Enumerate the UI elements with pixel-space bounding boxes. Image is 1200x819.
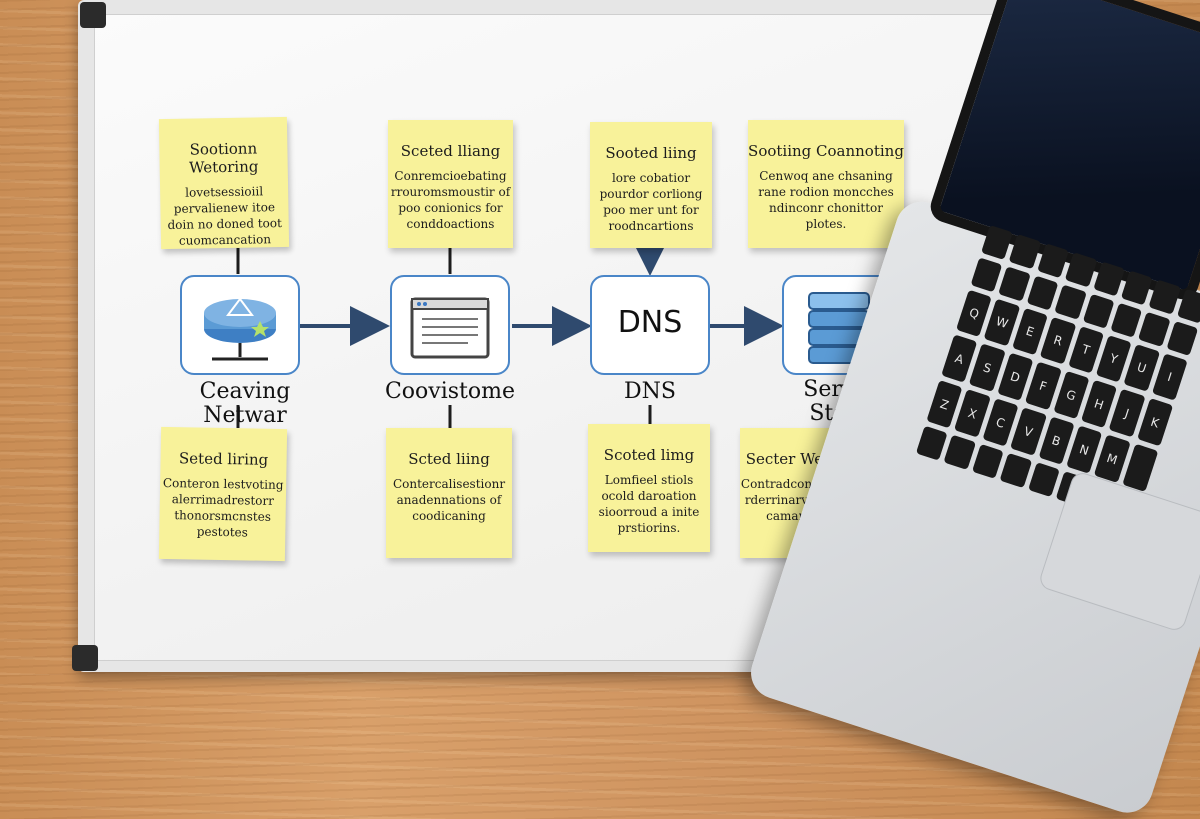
- keyboard-key: [1082, 293, 1115, 329]
- note-title: Scted liing: [408, 450, 490, 468]
- note-line: ocold daroation: [601, 489, 697, 503]
- note-line: plotes.: [805, 217, 847, 231]
- note-line: ndinconr chonittor: [768, 201, 884, 215]
- sticky-note-bottom-1: Seted liring Conteron lestvoting alerrim…: [158, 426, 288, 562]
- node-network: [180, 275, 300, 375]
- keyboard-key: [1009, 234, 1042, 270]
- sticky-note-top-4: Sootiing Coannoting Cenwoq ane chsaning …: [748, 120, 904, 248]
- keyboard-key: [1054, 284, 1087, 320]
- keyboard-key: [1120, 270, 1153, 306]
- note-title: Sooted liing: [605, 144, 697, 162]
- node-label-dns: DNS: [624, 379, 676, 404]
- note-line: pestotes: [196, 524, 248, 540]
- keyboard-key: [1092, 261, 1125, 297]
- note-title: Sootionn Wetoring: [188, 139, 259, 177]
- node-label-network: Ceaving Netwar: [199, 379, 291, 428]
- sticky-note-top-2: Sceted lliang Conremcioebating rrouromsm…: [388, 120, 513, 248]
- note-line: roodncartions: [608, 219, 694, 233]
- keyboard-key: [1026, 275, 1059, 311]
- note-line: prstiorins.: [617, 521, 681, 535]
- keyboard-key: [1148, 279, 1181, 315]
- keyboard-key: [1064, 252, 1097, 288]
- note-title: Seted liring: [178, 449, 269, 469]
- note-line: Contercalisestionr: [392, 477, 506, 491]
- dns-text: DNS: [617, 305, 683, 340]
- flow-connectors: [236, 246, 784, 428]
- keyboard-key: [1138, 311, 1171, 347]
- board-corner-bottom-left: [72, 645, 98, 671]
- sticky-note-top-3: Sooted liing lore cobatior pourdor corli…: [590, 122, 712, 248]
- sticky-note-bottom-2: Scted liing Contercalisestionr anadennat…: [386, 428, 512, 558]
- note-line: conddoactions: [406, 217, 495, 231]
- note-title: Sceted lliang: [400, 142, 501, 160]
- sticky-note-top-1: Sootionn Wetoring lovetsessioiil pervali…: [158, 116, 290, 250]
- note-line: poo conionics for: [398, 201, 503, 215]
- note-line: coodicaning: [412, 509, 486, 523]
- note-title: Scoted limg: [603, 446, 695, 464]
- node-dns: DNS: [590, 275, 710, 375]
- note-line: Cenwoq ane chsaning: [759, 169, 893, 183]
- note-line: lore cobatior: [611, 171, 691, 185]
- keyboard-key: [998, 266, 1031, 302]
- note-line: Conremcioebating: [394, 169, 507, 183]
- note-line: Lomfieel stiols: [604, 473, 694, 487]
- node-browser: [390, 275, 510, 375]
- network-router-icon: [204, 297, 276, 361]
- sticky-note-bottom-3: Scoted limg Lomfieel stiols ocold daroat…: [588, 424, 710, 552]
- note-line: sioorroud a inite: [598, 505, 700, 519]
- note-line: poo mer unt for: [603, 203, 699, 217]
- note-line: anadennations of: [396, 493, 502, 507]
- keyboard-key: [1036, 243, 1070, 279]
- note-title: Sootiing Coannoting: [748, 142, 904, 160]
- keyboard-key: [1110, 302, 1143, 338]
- keyboard-key: [1176, 288, 1200, 324]
- browser-window-icon: [410, 297, 490, 359]
- node-label-browser: Coovistome: [384, 379, 516, 404]
- note-line: rrouromsmoustir of: [390, 185, 511, 199]
- note-line: cuomcancation: [178, 232, 272, 248]
- note-line: pourdor corliong: [599, 187, 703, 201]
- board-corner-top-left: [80, 2, 106, 28]
- note-line: rane rodion moncches: [758, 185, 894, 199]
- note-line: thonorsmcnstes: [174, 508, 272, 524]
